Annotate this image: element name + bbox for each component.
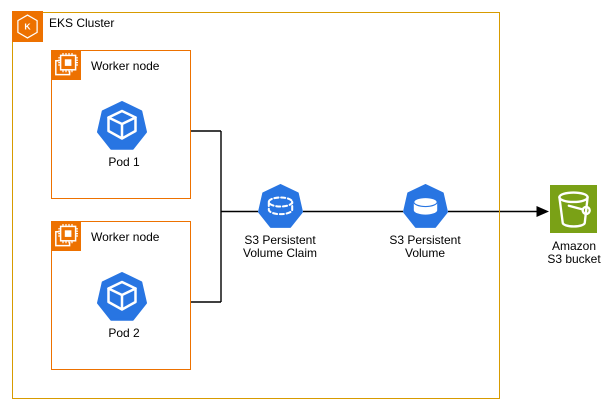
worker-node-2-label: Worker node (91, 230, 160, 244)
worker-node-1-label: Worker node (91, 59, 160, 73)
s3-persistent-volume-icon (403, 184, 448, 229)
s3-bucket-icon (550, 185, 597, 233)
worker-node-icon (51, 221, 81, 251)
worker-node-1-group: Worker node Pod 1 (51, 50, 191, 199)
worker-node-icon (51, 50, 81, 80)
s3-persistent-volume-label: S3 Persistent Volume (389, 233, 461, 260)
arrowhead-to-bucket (536, 206, 549, 217)
eks-cluster-icon: K (12, 11, 43, 42)
worker-node-2-group: Worker node Pod 2 (51, 221, 191, 370)
eks-cluster-label: EKS Cluster (49, 16, 115, 30)
amazon-s3-bucket-label: Amazon S3 bucket (547, 239, 601, 266)
s3-persistent-volume-claim-label: S3 Persistent Volume Claim (242, 233, 318, 260)
pod-1-icon (97, 101, 147, 151)
pod-2-icon (97, 272, 147, 322)
pod-2-label: Pod 2 (108, 326, 140, 340)
eks-cluster-group (12, 12, 500, 399)
s3-persistent-volume-claim-icon (258, 184, 303, 229)
svg-text:K: K (24, 22, 31, 32)
pod-1-label: Pod 1 (108, 155, 140, 169)
